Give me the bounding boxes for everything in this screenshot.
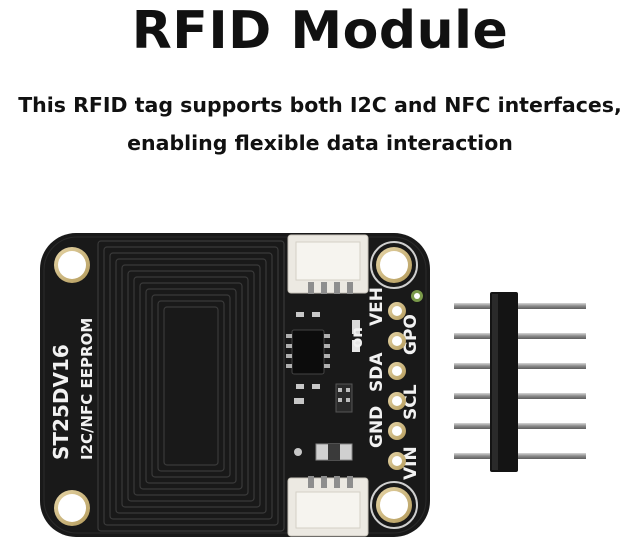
subtitle-line-2: enabling flexible data interaction: [127, 131, 513, 155]
pin-label-vin: VIN: [401, 446, 421, 480]
pin-label-on: on: [348, 327, 366, 348]
pin-label-veh: VEH: [367, 287, 387, 326]
header-pads: [388, 290, 423, 470]
page-subtitle: This RFID tag supports both I2C and NFC …: [0, 86, 640, 162]
chip-name-label: ST25DV16: [49, 344, 73, 460]
smd-components: [294, 312, 360, 461]
stemma-connector-top: [287, 234, 369, 294]
nfc-antenna-coil: [97, 240, 285, 532]
page-title: RFID Module: [131, 1, 509, 61]
mounting-hole-bottom-right: [370, 481, 418, 529]
pin-labels: VEH GPO SCL VIN on SDA GND: [348, 287, 421, 480]
mounting-hole-bottom-left: [54, 490, 90, 526]
pin-label-gnd: GND: [367, 406, 387, 448]
pin-header: [454, 292, 586, 472]
ic-chip: [286, 329, 330, 375]
stemma-connector-bottom: [287, 476, 369, 537]
pin-label-sda: SDA: [367, 352, 387, 392]
pin-label-scl: SCL: [401, 384, 421, 420]
subtitle-line-1: This RFID tag supports both I2C and NFC …: [18, 93, 622, 117]
mounting-holes: [54, 241, 418, 529]
chip-desc-label: I2C/NFC EEPROM: [78, 318, 96, 460]
pcb-board: [40, 233, 430, 537]
mounting-hole-top-right: [370, 241, 418, 289]
mounting-hole-top-left: [54, 247, 90, 283]
pin-label-gpo: GPO: [401, 314, 421, 355]
